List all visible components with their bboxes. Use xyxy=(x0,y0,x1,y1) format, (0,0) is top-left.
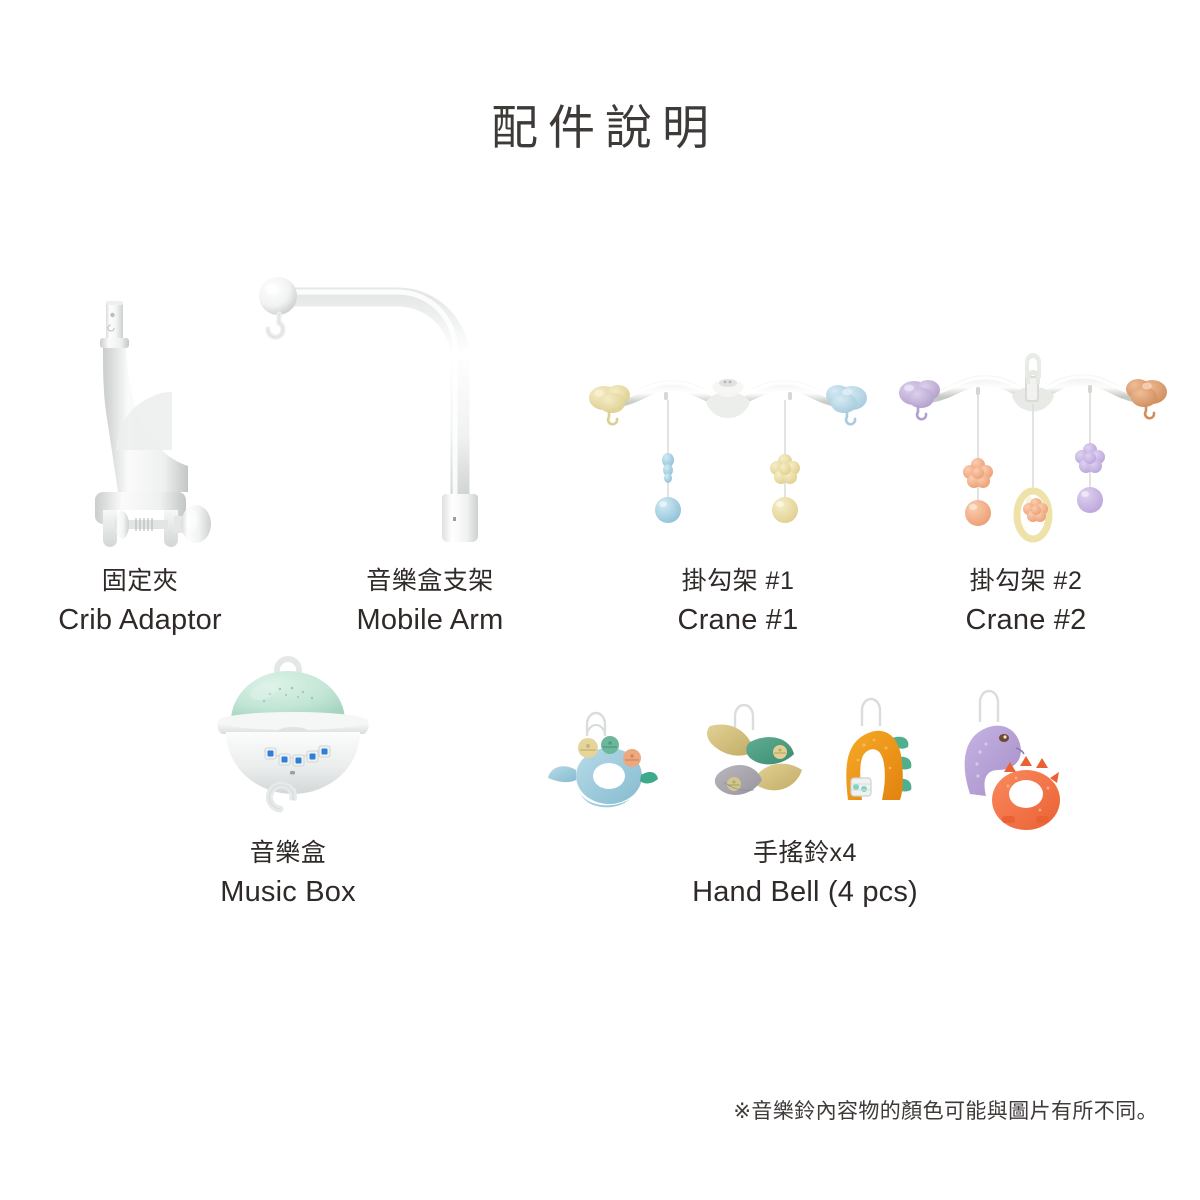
footnote-color-disclaimer: ※音樂鈴內容物的顏色可能與圖片有所不同。 xyxy=(733,1100,1158,1123)
caption-mobile-arm: 音樂盒支架 Mobile Arm xyxy=(290,566,570,638)
crane-two-illustration xyxy=(888,352,1178,543)
page-title: 配件說明 xyxy=(491,101,719,154)
caption-zh-music-box: 音樂盒 xyxy=(249,839,327,867)
hand-bell-illustration xyxy=(540,689,1060,830)
crib-adaptor-illustration xyxy=(78,268,228,548)
caption-hand-bell: 手搖鈴x4 Hand Bell (4 pcs) xyxy=(605,838,1005,910)
caption-en-crane-1: Crane #1 xyxy=(677,603,799,636)
caption-zh-crib-adaptor: 固定夾 xyxy=(101,567,179,595)
caption-en-hand-bell: Hand Bell (4 pcs) xyxy=(692,875,918,908)
crane-one-illustration xyxy=(578,358,878,538)
caption-zh-hand-bell: 手搖鈴x4 xyxy=(753,839,857,867)
caption-zh-crane-2: 掛勾架 #2 xyxy=(969,567,1083,595)
caption-en-mobile-arm: Mobile Arm xyxy=(356,603,504,636)
caption-en-music-box: Music Box xyxy=(220,875,356,908)
caption-en-crane-2: Crane #2 xyxy=(965,603,1087,636)
caption-music-box: 音樂盒 Music Box xyxy=(148,838,428,910)
caption-crane-1: 掛勾架 #1 Crane #1 xyxy=(598,566,878,638)
mobile-arm-illustration xyxy=(248,268,498,548)
caption-zh-mobile-arm: 音樂盒支架 xyxy=(366,567,494,595)
caption-en-crib-adaptor: Crib Adaptor xyxy=(58,603,222,636)
caption-crane-2: 掛勾架 #2 Crane #2 xyxy=(886,566,1166,638)
caption-crib-adaptor: 固定夾 Crib Adaptor xyxy=(0,566,280,638)
music-box-illustration xyxy=(208,648,378,828)
caption-zh-crane-1: 掛勾架 #1 xyxy=(681,567,795,595)
